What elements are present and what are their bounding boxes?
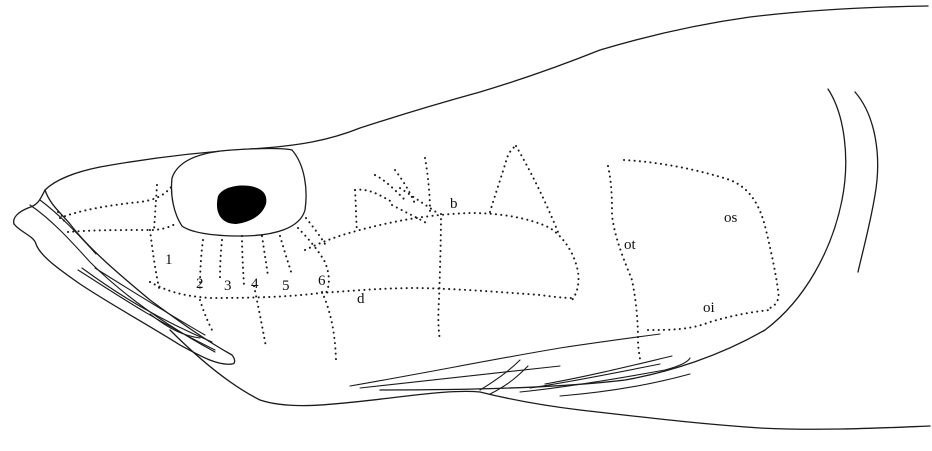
label-canal-3: 3 xyxy=(224,278,232,294)
eye xyxy=(171,149,306,237)
label-d: d xyxy=(357,291,365,307)
canal-b xyxy=(305,213,579,300)
label-canal-1: 1 xyxy=(165,252,173,268)
jaw-groove-3 xyxy=(95,268,205,335)
label-canal-4: 4 xyxy=(251,276,259,292)
canal-seg-4 xyxy=(242,236,244,285)
gill-strokes xyxy=(350,334,690,396)
nasal-vertical xyxy=(154,185,157,230)
rostral-canal xyxy=(68,224,175,232)
canal-seg-5b xyxy=(280,236,292,275)
canal-seg-lower-3 xyxy=(322,292,336,360)
dorsal-profile xyxy=(100,6,928,167)
label-oi: oi xyxy=(703,300,715,316)
supratemporal-2 xyxy=(355,190,392,202)
opercular-canal-os xyxy=(624,160,779,308)
label-canal-2: 2 xyxy=(196,276,204,292)
supratemporal-1 xyxy=(355,190,357,232)
infraorbital-front xyxy=(150,230,160,292)
label-os: os xyxy=(724,210,738,226)
opercular-canal-ot xyxy=(608,166,640,360)
canal-seg-3 xyxy=(220,240,222,278)
triangle-left xyxy=(490,146,516,212)
label-b: b xyxy=(450,196,458,212)
canal-seg-lower-2 xyxy=(254,286,266,347)
snout-upper xyxy=(14,167,100,224)
supratemporal-6 xyxy=(392,205,428,224)
pectoral-girdle-stroke xyxy=(855,92,878,272)
label-canal-5: 5 xyxy=(282,278,290,294)
premaxilla xyxy=(40,200,96,254)
opercle-edge xyxy=(380,89,846,390)
ventral-profile xyxy=(170,330,930,429)
supratemporal-4 xyxy=(395,170,416,206)
branchiostegal-1 xyxy=(350,334,660,386)
canal-seg-5 xyxy=(262,236,268,276)
canal-seg-lower-1 xyxy=(200,300,212,330)
label-ot: ot xyxy=(624,237,637,253)
pelvic-ray-1 xyxy=(480,360,520,390)
label-canal-6: 6 xyxy=(318,273,326,289)
supratemporal-5 xyxy=(425,158,430,212)
branchiostegal-2 xyxy=(360,366,560,388)
mid-vertical xyxy=(438,214,441,340)
supraorbital-canal xyxy=(60,186,172,218)
